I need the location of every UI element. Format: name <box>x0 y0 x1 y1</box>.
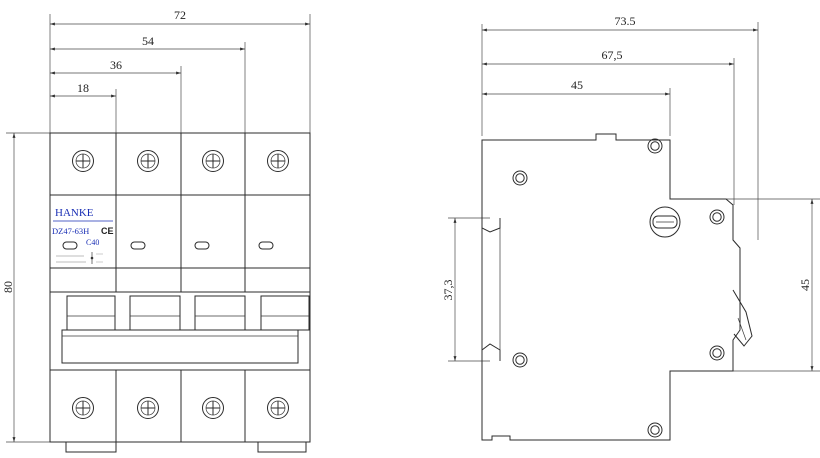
front-view: 72 54 36 18 80 <box>1 8 311 453</box>
dim-label-45-depth: 45 <box>571 78 583 92</box>
indicator-window-2 <box>130 241 146 250</box>
product-label: HANKE DZ47-63H CE C40 <box>52 207 114 264</box>
dim-label-73-5: 73.5 <box>615 14 636 28</box>
indicator-window-4 <box>258 241 274 250</box>
mount-foot-right <box>257 442 307 453</box>
front-dimensions: 72 54 36 18 80 <box>1 8 311 443</box>
rivet-icon <box>647 422 663 438</box>
side-rivets <box>512 138 725 438</box>
rivet-icon <box>512 352 528 368</box>
brand-name: HANKE <box>55 207 94 219</box>
screw-icon <box>202 150 224 172</box>
toggle-symbol-icon <box>90 256 94 260</box>
rivet-icon <box>512 170 528 186</box>
dim-label-37-3: 37,3 <box>441 280 455 301</box>
rivet-icon <box>647 138 663 154</box>
screw-icon <box>267 397 289 419</box>
handle-lever <box>732 289 753 347</box>
current-rating: C40 <box>86 238 99 247</box>
front-body <box>49 132 311 453</box>
dim-label-36: 36 <box>110 58 122 72</box>
screw-icon <box>267 150 289 172</box>
side-body <box>481 133 753 441</box>
screw-icon <box>72 397 94 419</box>
screw-icon <box>72 150 94 172</box>
screw-icon <box>137 397 159 419</box>
dim-label-18: 18 <box>77 81 89 95</box>
dim-label-67-5: 67,5 <box>602 48 623 62</box>
side-view: 73.5 67,5 45 37,3 45 <box>441 14 820 441</box>
screw-icon <box>137 150 159 172</box>
rivet-icon <box>709 209 725 225</box>
dim-label-80: 80 <box>1 281 15 293</box>
indicator-window-1 <box>62 241 78 250</box>
indicator-window-3 <box>194 241 210 250</box>
dim-label-45-height: 45 <box>798 279 812 291</box>
screw-icon <box>202 397 224 419</box>
rivet-icon <box>709 345 725 361</box>
dim-label-54: 54 <box>142 34 154 48</box>
ce-mark: CE <box>101 226 114 236</box>
dim-label-72: 72 <box>174 8 186 22</box>
mount-foot-left <box>65 442 117 453</box>
side-dimensions: 73.5 67,5 45 37,3 45 <box>441 14 820 372</box>
model-number: DZ47-63H <box>52 226 89 236</box>
toggle-pivot <box>649 206 681 238</box>
